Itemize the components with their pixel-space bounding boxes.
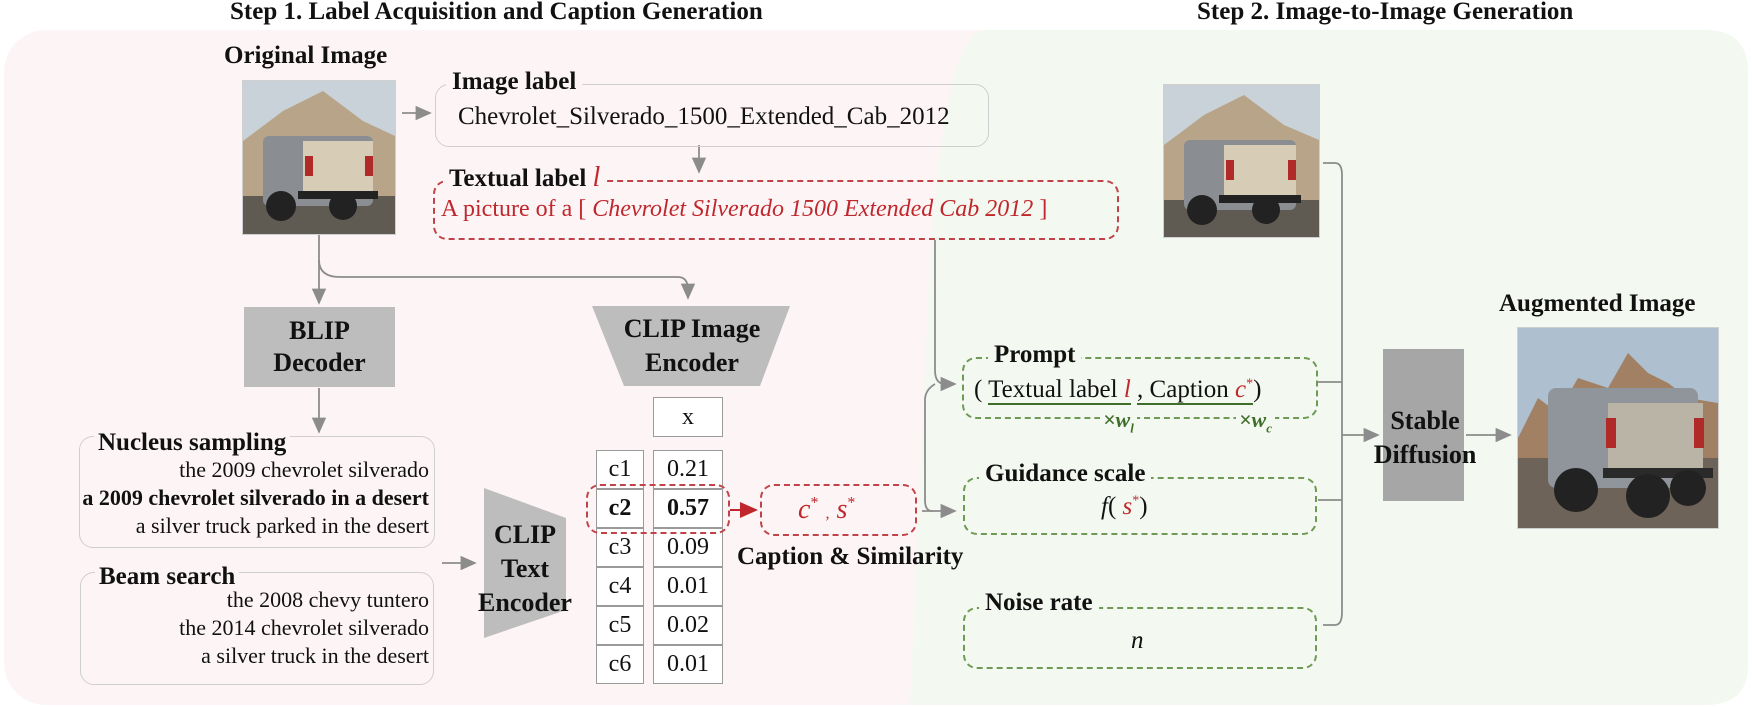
image-embedding-cell: x xyxy=(653,397,723,437)
original-image-label: Original Image xyxy=(224,42,388,69)
augmented-image-label: Augmented Image xyxy=(1499,290,1696,317)
label-symbol-l: l xyxy=(592,162,601,193)
prompt-formula: ( Textual label l , Caption c*) xyxy=(974,376,1262,405)
similarity-score-column: 0.21 0.57 0.09 0.01 0.02 0.01 xyxy=(653,450,723,684)
beam-search-title: Beam search xyxy=(95,563,240,591)
truck-photo-icon xyxy=(1518,328,1718,528)
textual-label-box: Textual label l A picture of a [ Chevrol… xyxy=(433,162,1119,240)
guidance-scale-box: Guidance scale f( s*) xyxy=(963,460,1317,535)
beam-captions: the 2008 chevy tuntero the 2014 chevrole… xyxy=(179,586,429,670)
nucleus-sampling-box: Nucleus sampling xyxy=(79,429,435,548)
step2-title: Step 2. Image-to-Image Generation xyxy=(1197,0,1574,25)
clip-text-encoder-label: CLIP Text Encoder xyxy=(478,520,572,617)
score-c1: 0.21 xyxy=(653,450,723,489)
step1-title: Step 1. Label Acquisition and Caption Ge… xyxy=(230,0,763,25)
clip-text-encoder-block xyxy=(484,488,566,638)
selected-caption-similarity: c* , s* xyxy=(798,494,856,525)
caption-id-c1: c1 xyxy=(596,450,644,489)
truck-photo-icon xyxy=(243,81,395,234)
weight-c: ×wc xyxy=(1236,407,1275,437)
beam-caption-1: the 2008 chevy tuntero xyxy=(226,587,429,612)
score-c3: 0.09 xyxy=(653,528,723,567)
input-image xyxy=(1163,84,1320,238)
image-label-value: Chevrolet_Silverado_1500_Extended_Cab_20… xyxy=(458,103,950,130)
caption-similarity-label: Caption & Similarity xyxy=(737,543,964,570)
original-image xyxy=(242,80,396,235)
textual-label-title: Textual label l xyxy=(443,162,607,194)
beam-caption-2: the 2014 chevrolet silverado xyxy=(179,615,429,640)
caption-similarity-box: c* , s* xyxy=(760,484,917,536)
clip-image-encoder-block xyxy=(592,306,790,386)
noise-rate-box: Noise rate n xyxy=(963,589,1317,669)
image-label-box: Image label Chevrolet_Silverado_1500_Ext… xyxy=(435,68,989,147)
caption-id-c6: c6 xyxy=(596,645,644,684)
caption-id-c2: c2 xyxy=(596,489,644,528)
nucleus-caption-1: the 2009 chevrolet silverado xyxy=(179,457,429,482)
stable-diffusion-label: Stable Diffusion xyxy=(1373,406,1477,469)
stable-diffusion-block xyxy=(1383,349,1464,501)
clip-image-encoder-label: CLIP Image Encoder xyxy=(623,314,761,377)
guidance-formula: f( s*) xyxy=(1101,493,1148,520)
caption-id-c5: c5 xyxy=(596,606,644,645)
nucleus-caption-2: a 2009 chevrolet silverado in a desert xyxy=(82,485,429,510)
textual-label-value: A picture of a [ Chevrolet Silverado 150… xyxy=(441,196,1048,222)
prompt-textual-label: Textual label l xyxy=(988,376,1131,405)
prompt-box: Prompt ( Textual label l , Caption c*) ×… xyxy=(962,341,1318,437)
augmented-image xyxy=(1517,327,1719,529)
score-c6: 0.01 xyxy=(653,645,723,684)
noise-rate-value: n xyxy=(1131,627,1144,654)
truck-photo-icon xyxy=(1164,85,1319,237)
prompt-caption: , Caption c* xyxy=(1137,376,1254,405)
guidance-scale-title: Guidance scale xyxy=(979,460,1152,488)
score-c4: 0.01 xyxy=(653,567,723,606)
nucleus-caption-3: a silver truck parked in the desert xyxy=(135,513,429,538)
prompt-title: Prompt xyxy=(988,341,1082,369)
score-c2: 0.57 xyxy=(653,489,723,528)
noise-rate-title: Noise rate xyxy=(979,589,1099,617)
caption-id-c3: c3 xyxy=(596,528,644,567)
selected-row-highlight xyxy=(586,484,730,534)
image-label-title: Image label xyxy=(446,68,583,96)
caption-id-column: c1 c2 c3 c4 c5 c6 xyxy=(596,450,644,684)
beam-caption-3: a silver truck in the desert xyxy=(201,643,429,668)
nucleus-captions: the 2009 chevrolet silverado a 2009 chev… xyxy=(82,456,429,540)
score-c5: 0.02 xyxy=(653,606,723,645)
nucleus-sampling-title: Nucleus sampling xyxy=(94,429,291,457)
weight-l: ×wl xyxy=(1100,407,1137,437)
beam-search-box: Beam search xyxy=(80,563,434,685)
caption-id-c4: c4 xyxy=(596,567,644,606)
